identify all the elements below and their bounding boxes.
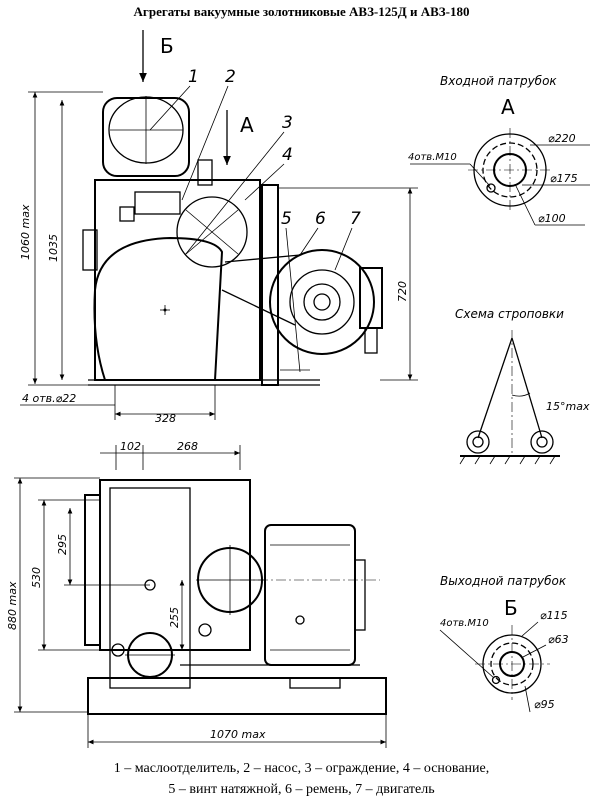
front-view: Б А — [19, 30, 418, 425]
dim-295: 295 — [56, 534, 69, 555]
inlet-d175: ⌀175 — [550, 172, 578, 185]
callout-6: 6 — [315, 209, 326, 229]
dim-880-max: 880 max — [6, 581, 19, 630]
dim-530: 530 — [30, 567, 43, 588]
view-b-letter: Б — [160, 34, 174, 58]
callout-1: 1 — [188, 67, 199, 87]
motor-end-view — [221, 249, 383, 371]
legend-line-1: 1 – маслоотделитель, 2 – насос, 3 – огра… — [113, 761, 490, 776]
inlet-detail: Входной патрубок А 4отв.М10 ⌀220 ⌀175 ⌀1… — [408, 74, 590, 226]
dim-255: 255 — [168, 607, 181, 628]
dim-268: 268 — [177, 440, 198, 453]
inlet-d100: ⌀100 — [538, 212, 566, 225]
view-a-letter: А — [240, 113, 254, 137]
outlet-letter: Б — [504, 596, 518, 620]
page-title: Агрегаты вакуумные золотниковые АВЗ-125Д… — [133, 4, 470, 19]
dim-height-max: 1060 max — [19, 204, 32, 260]
outlet-detail: Выходной патрубок Б 4отв.М10 ⌀115 ⌀63 ⌀9… — [439, 574, 569, 713]
inlet-holes: 4отв.М10 — [408, 152, 457, 163]
outlet-d95: ⌀95 — [534, 698, 555, 711]
belt-guard — [93, 196, 248, 381]
oil-separator — [102, 96, 190, 177]
callout-2: 2 — [225, 67, 236, 87]
dim-328: 328 — [155, 412, 176, 425]
callout-7: 7 — [350, 209, 361, 229]
outlet-d63: ⌀63 — [548, 633, 569, 646]
inlet-d220: ⌀220 — [548, 132, 576, 145]
inlet-title: Входной патрубок — [440, 74, 557, 88]
pump-body — [82, 159, 261, 381]
parts-legend: 1 – маслоотделитель, 2 – насос, 3 – огра… — [0, 758, 603, 800]
dim-1070-max: 1070 max — [210, 728, 266, 741]
dim-102: 102 — [120, 440, 141, 453]
outlet-title: Выходной патрубок — [440, 574, 567, 588]
outlet-d115: ⌀115 — [540, 609, 568, 622]
dim-1035: 1035 — [47, 234, 60, 262]
dim-holes-bottom: 4 отв.⌀22 — [22, 392, 76, 405]
legend-line-2: 5 – винт натяжной, 6 – ремень, 7 – двига… — [168, 782, 435, 797]
outlet-holes: 4отв.М10 — [440, 618, 489, 629]
inlet-letter: А — [501, 95, 515, 119]
sling-angle: 15°max — [546, 400, 590, 413]
callout-3: 3 — [282, 113, 293, 133]
sling-title: Схема строповки — [455, 307, 564, 321]
base-frame — [88, 184, 320, 386]
callout-5: 5 — [281, 209, 292, 229]
sling-scheme: Схема строповки 15°max — [455, 307, 590, 465]
callout-4: 4 — [282, 145, 293, 165]
dim-720: 720 — [396, 281, 409, 302]
side-view: 102 268 880 max 530 — [6, 440, 387, 748]
